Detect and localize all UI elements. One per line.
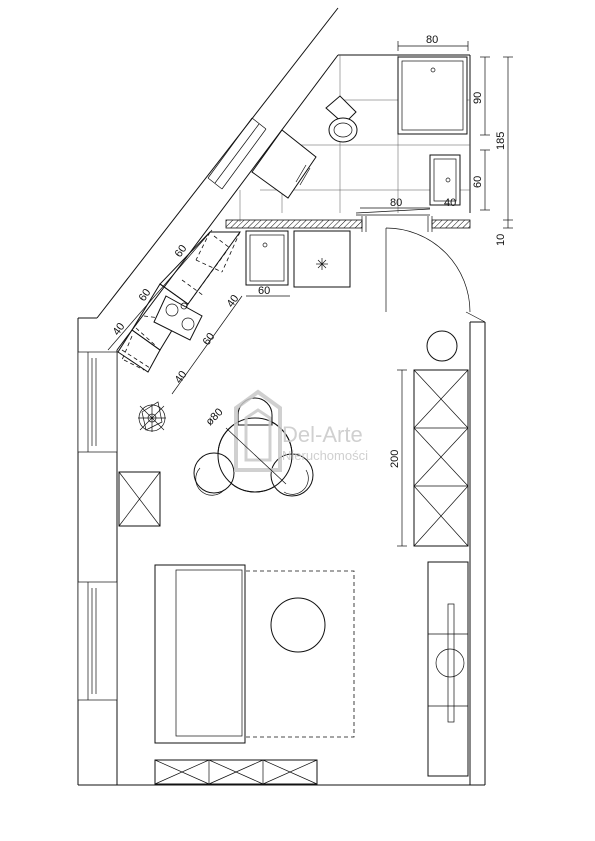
dim-wall-gap: 40	[444, 197, 456, 209]
bed	[154, 564, 355, 744]
watermark-logo-icon	[234, 389, 282, 472]
dim-kitchen-60-lower: 60	[201, 331, 218, 348]
wardrobe	[413, 369, 469, 547]
dim-kitchen-40-bottom: 40	[173, 369, 190, 386]
kitchen-sink	[245, 230, 289, 286]
bottom-cabinets	[154, 759, 318, 785]
dim-door-width: 80	[390, 197, 402, 209]
dim-kitchen-60-mid: 60	[137, 287, 154, 304]
kitchen	[117, 230, 351, 373]
entrance-door	[385, 227, 486, 323]
toilet	[325, 95, 358, 143]
watermark: Del-Arte Nieruchomości	[234, 389, 368, 472]
washbasin	[429, 154, 461, 206]
fridge	[293, 230, 351, 288]
corner-cabinet	[118, 471, 161, 527]
cooktop	[153, 295, 203, 341]
dim-shower-width: 80	[426, 34, 438, 46]
dim-wardrobe-length: 200	[389, 450, 401, 468]
plant	[138, 401, 166, 432]
dim-table-diameter: ø80	[204, 406, 226, 428]
bathroom-door	[355, 208, 431, 216]
chair-left	[193, 452, 235, 496]
bed-frame	[154, 564, 246, 744]
dim-kitchen-40-right: 40	[225, 293, 242, 310]
tv-unit	[427, 561, 469, 777]
dim-wall-thickness: 10	[495, 234, 507, 246]
dim-kitchen-40-left: 40	[111, 321, 128, 338]
dim-shower-depth: 90	[472, 92, 484, 104]
coat-hook-circle	[426, 330, 458, 362]
dimension-lines	[107, 41, 513, 547]
bed-mattress	[175, 569, 243, 737]
dim-bath-total: 185	[495, 132, 507, 150]
bathroom	[225, 55, 471, 232]
watermark-tagline: Nieruchomości	[282, 448, 368, 463]
side-table	[270, 597, 326, 653]
dim-fridge-width: 60	[258, 285, 270, 297]
shower-tray	[397, 56, 468, 135]
dim-kitchen-60-top: 60	[173, 243, 190, 260]
dim-sink-depth: 60	[472, 176, 484, 188]
bathroom-wall-right	[431, 219, 471, 229]
washing-machine	[251, 129, 317, 199]
watermark-brand: Del-Arte	[282, 422, 363, 447]
windows	[77, 117, 267, 701]
bathroom-wall	[225, 219, 363, 229]
